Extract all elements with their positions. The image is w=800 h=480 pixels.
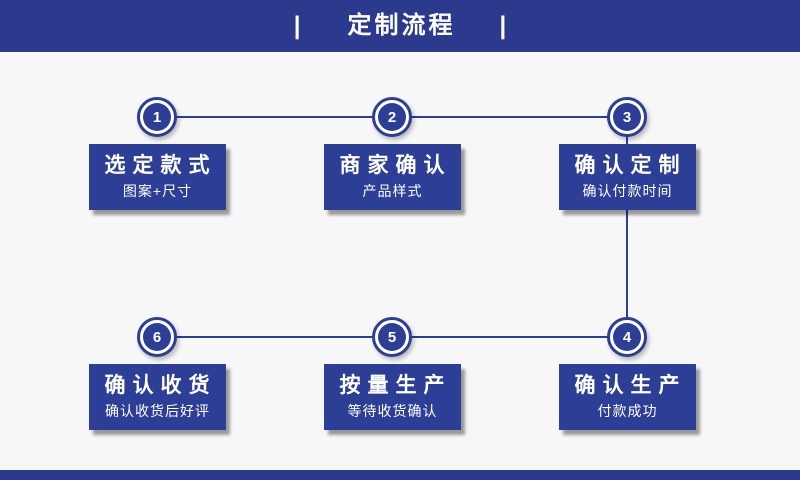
step-box-2: 商家确认 产品样式 [323, 144, 461, 210]
step-node-6: 6 确认收货 确认收货后好评 [72, 317, 242, 430]
step-box-1: 选定款式 图案+尺寸 [88, 144, 226, 210]
step-node-3: 3 确认定制 确认付款时间 [542, 97, 712, 210]
step-title-1: 选定款式 [104, 154, 217, 177]
step-box-5: 按量生产 等待收货确认 [323, 364, 461, 430]
step-circle-6: 6 [137, 317, 177, 357]
step-node-2: 2 商家确认 产品样式 [307, 97, 477, 210]
step-subtitle-2: 产品样式 [362, 183, 423, 200]
step-number-3: 3 [622, 108, 632, 126]
step-box-6: 确认收货 确认收货后好评 [88, 364, 226, 430]
step-node-1: 1 选定款式 图案+尺寸 [72, 97, 242, 210]
step-number-6: 6 [152, 328, 162, 346]
step-node-5: 5 按量生产 等待收货确认 [307, 317, 477, 430]
page-title: 定制流程 [347, 12, 456, 39]
step-title-2: 商家确认 [339, 154, 452, 177]
header-bar: | 定制流程 | [0, 0, 800, 52]
connector-line-right-column [626, 117, 628, 337]
step-node-4: 4 确认生产 付款成功 [542, 317, 712, 430]
step-subtitle-5: 等待收货确认 [347, 403, 438, 420]
step-title-6: 确认收货 [104, 374, 217, 397]
header-divider-right: | [499, 11, 507, 40]
step-title-4: 确认生产 [574, 374, 687, 397]
step-circle-3: 3 [607, 97, 647, 137]
step-box-3: 确认定制 确认付款时间 [558, 144, 696, 210]
step-title-5: 按量生产 [339, 374, 452, 397]
step-subtitle-6: 确认收货后好评 [105, 403, 210, 420]
step-title-3: 确认定制 [574, 154, 687, 177]
step-circle-1: 1 [137, 97, 177, 137]
header-divider-left: | [293, 11, 301, 40]
step-number-4: 4 [622, 328, 632, 346]
step-subtitle-3: 确认付款时间 [582, 183, 673, 200]
step-circle-4: 4 [607, 317, 647, 357]
step-subtitle-4: 付款成功 [597, 403, 658, 420]
step-number-5: 5 [387, 328, 397, 346]
footer-bar [0, 470, 800, 480]
step-circle-5: 5 [372, 317, 412, 357]
step-subtitle-1: 图案+尺寸 [122, 183, 193, 200]
step-number-1: 1 [152, 108, 162, 126]
step-box-4: 确认生产 付款成功 [558, 364, 696, 430]
step-circle-2: 2 [372, 97, 412, 137]
step-number-2: 2 [387, 108, 397, 126]
